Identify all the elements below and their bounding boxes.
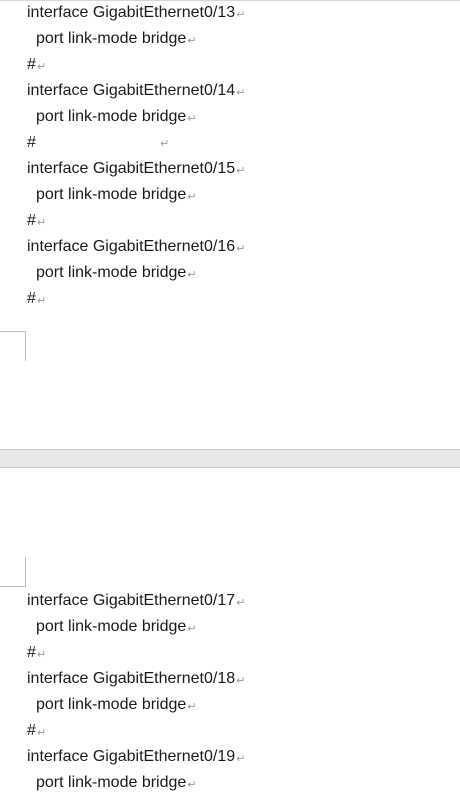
text-line: port link-mode bridge↵ <box>36 618 197 635</box>
text-line: interface GigabitEthernet0/17↵ <box>27 592 246 609</box>
text-line: interface GigabitEthernet0/19↵ <box>27 748 246 765</box>
text-line: port link-mode bridge↵ <box>36 186 197 203</box>
page-margin-marker <box>0 557 26 587</box>
document-page-2: interface GigabitEthernet0/17↵ port link… <box>0 468 460 801</box>
text-line: #↵ <box>27 290 47 307</box>
paragraph-mark: ↵ <box>160 138 170 150</box>
text-line: #↵ <box>27 212 47 229</box>
text-line: #↵ <box>27 644 47 661</box>
page-separator <box>0 449 460 468</box>
text-line: # <box>27 134 36 151</box>
text-line: #↵ <box>27 722 47 739</box>
text-line: port link-mode bridge↵ <box>36 696 197 713</box>
text-line: port link-mode bridge↵ <box>36 774 197 791</box>
text-line: port link-mode bridge↵ <box>36 30 197 47</box>
text-line: interface GigabitEthernet0/18↵ <box>27 670 246 687</box>
text-line: interface GigabitEthernet0/13↵ <box>27 4 246 21</box>
page-margin-marker <box>0 331 26 361</box>
document-page-1: interface GigabitEthernet0/13↵ port link… <box>0 0 460 361</box>
text-line: #↵ <box>27 56 47 73</box>
text-line: port link-mode bridge↵ <box>36 264 197 281</box>
text-line: interface GigabitEthernet0/15↵ <box>27 160 246 177</box>
text-line: port link-mode bridge↵ <box>36 108 197 125</box>
text-line: interface GigabitEthernet0/16↵ <box>27 238 246 255</box>
text-line: interface GigabitEthernet0/14↵ <box>27 82 246 99</box>
